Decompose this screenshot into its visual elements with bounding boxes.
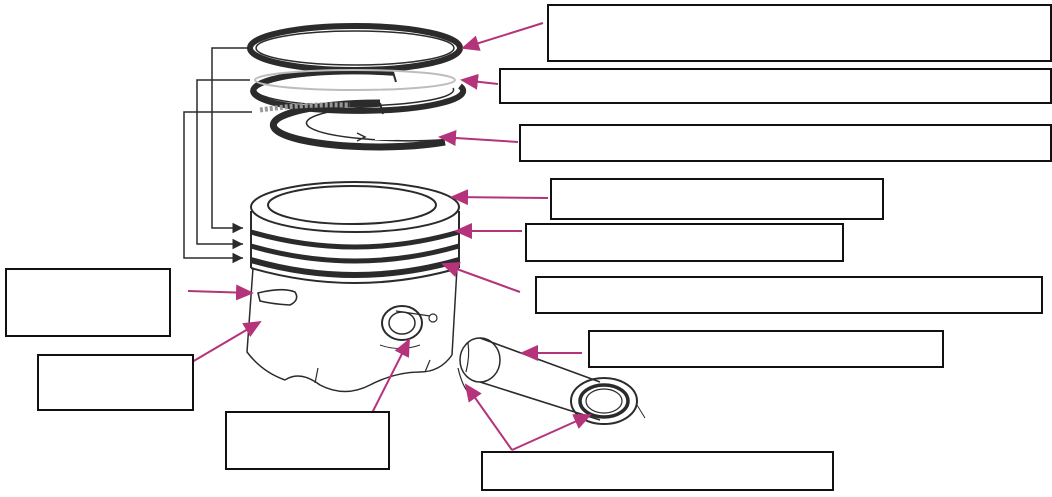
- label-box-top-ring[interactable]: [547, 4, 1052, 62]
- label-box-grooves[interactable]: [535, 276, 1043, 314]
- label-box-gudgeon-pin[interactable]: [588, 330, 944, 368]
- label-box-pin-boss[interactable]: [225, 411, 390, 470]
- oil-ring: [259, 99, 446, 151]
- label-text-skirt: [39, 356, 192, 364]
- label-box-crown[interactable]: [550, 178, 884, 220]
- label-text-circlips: [483, 453, 832, 461]
- label-box-lands[interactable]: [525, 223, 844, 262]
- arrow-crown: [450, 189, 549, 206]
- label-text-top-ring: [549, 6, 1050, 14]
- arrow-grooves: [441, 261, 521, 293]
- label-box-drain-hole[interactable]: [5, 268, 171, 337]
- top-ring: [247, 23, 463, 73]
- ring-to-groove-leaders: [183, 47, 252, 264]
- arrow-pin-boss: [370, 338, 410, 416]
- arrow-oil-ring: [438, 130, 519, 147]
- label-text-grooves: [537, 278, 1041, 286]
- label-box-skirt[interactable]: [37, 354, 194, 411]
- label-box-circlips[interactable]: [481, 451, 834, 491]
- label-text-oil-ring: [521, 126, 1050, 134]
- ring-set: [247, 23, 467, 151]
- label-text-lands: [527, 225, 842, 233]
- label-text-drain-hole: [7, 270, 169, 278]
- arrow-circlip-right: [511, 414, 592, 451]
- label-text-second-ring: [501, 70, 1050, 78]
- piston-body: [246, 181, 460, 393]
- arrow-drain-hole: [187, 284, 254, 301]
- gudgeon-pin-drawing: [457, 337, 646, 425]
- arrow-circlip-left: [464, 383, 513, 451]
- arrow-skirt: [191, 320, 262, 363]
- arrow-top-ring: [461, 22, 544, 51]
- label-arrows: [187, 22, 592, 451]
- second-ring: [250, 67, 467, 114]
- label-text-gudgeon-pin: [590, 332, 942, 340]
- arrow-second-ring: [460, 73, 499, 90]
- label-text-crown: [552, 180, 882, 188]
- label-box-oil-ring[interactable]: [519, 124, 1052, 162]
- label-text-pin-boss: [227, 413, 388, 421]
- label-box-second-ring[interactable]: [499, 68, 1052, 104]
